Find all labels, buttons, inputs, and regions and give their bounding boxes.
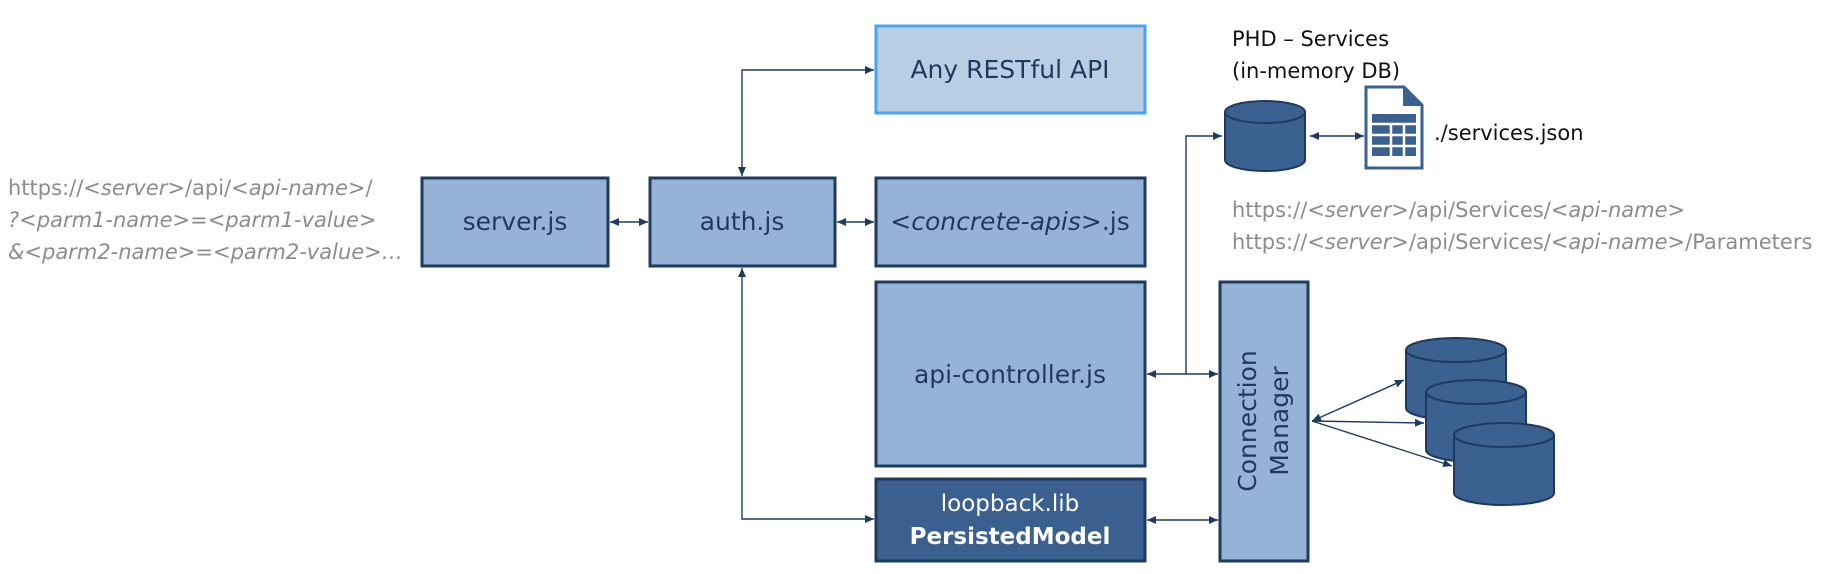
any-restful-api-box[interactable]: Any RESTful API xyxy=(874,24,1147,115)
services-json-label: ./services.json xyxy=(1434,121,1584,145)
controller-services-db-connector xyxy=(1185,132,1222,374)
services-url-2: https://<server>/api/Services/<api-name>… xyxy=(1232,230,1812,254)
api-controller-box[interactable]: api-controller.js xyxy=(874,280,1147,468)
database-icon-3 xyxy=(1453,422,1555,506)
connection-manager-label-1: Connection xyxy=(1233,350,1262,491)
request-url-line-2: ?<parm1-name>=<parm1-value> xyxy=(8,208,377,232)
database-icon xyxy=(1224,100,1306,172)
auth-loopback-connector xyxy=(738,268,874,523)
loopback-lib-label: loopback.lib xyxy=(941,491,1079,517)
auth-js-label: auth.js xyxy=(700,207,785,236)
any-restful-api-label: Any RESTful API xyxy=(910,55,1109,84)
connection-manager-box[interactable]: Connection Manager xyxy=(1218,280,1310,563)
concrete-apis-label: <concrete-apis>.js xyxy=(890,207,1129,236)
services-url-1: https://<server>/api/Services/<api-name> xyxy=(1232,198,1685,222)
persistedmodel-label: PersistedModel xyxy=(910,524,1111,550)
phd-services-title: PHD – Services xyxy=(1232,27,1389,51)
phd-services-subtitle: (in-memory DB) xyxy=(1232,59,1400,83)
api-controller-label: api-controller.js xyxy=(914,360,1106,389)
concrete-apis-box[interactable]: <concrete-apis>.js xyxy=(874,176,1147,268)
connmgr-db2-connector xyxy=(1311,418,1425,427)
connmgr-db1-connector xyxy=(1311,379,1405,422)
auth-js-box[interactable]: auth.js xyxy=(648,176,837,268)
request-url-line-3: &<parm2-name>=<parm2-value>… xyxy=(8,240,403,264)
server-js-label: server.js xyxy=(463,207,568,236)
connmgr-db3-connector xyxy=(1311,420,1453,468)
auth-any-api-connector xyxy=(738,66,874,176)
database-stack-icon xyxy=(1405,337,1555,506)
request-url-line-1: https://<server>/api/<api-name>/ xyxy=(8,176,374,200)
server-js-box[interactable]: server.js xyxy=(420,176,610,268)
loopback-persistedmodel-box[interactable]: loopback.lib PersistedModel xyxy=(874,477,1147,563)
spreadsheet-file-icon xyxy=(1364,85,1424,170)
connection-manager-label-2: Manager xyxy=(1265,365,1294,475)
